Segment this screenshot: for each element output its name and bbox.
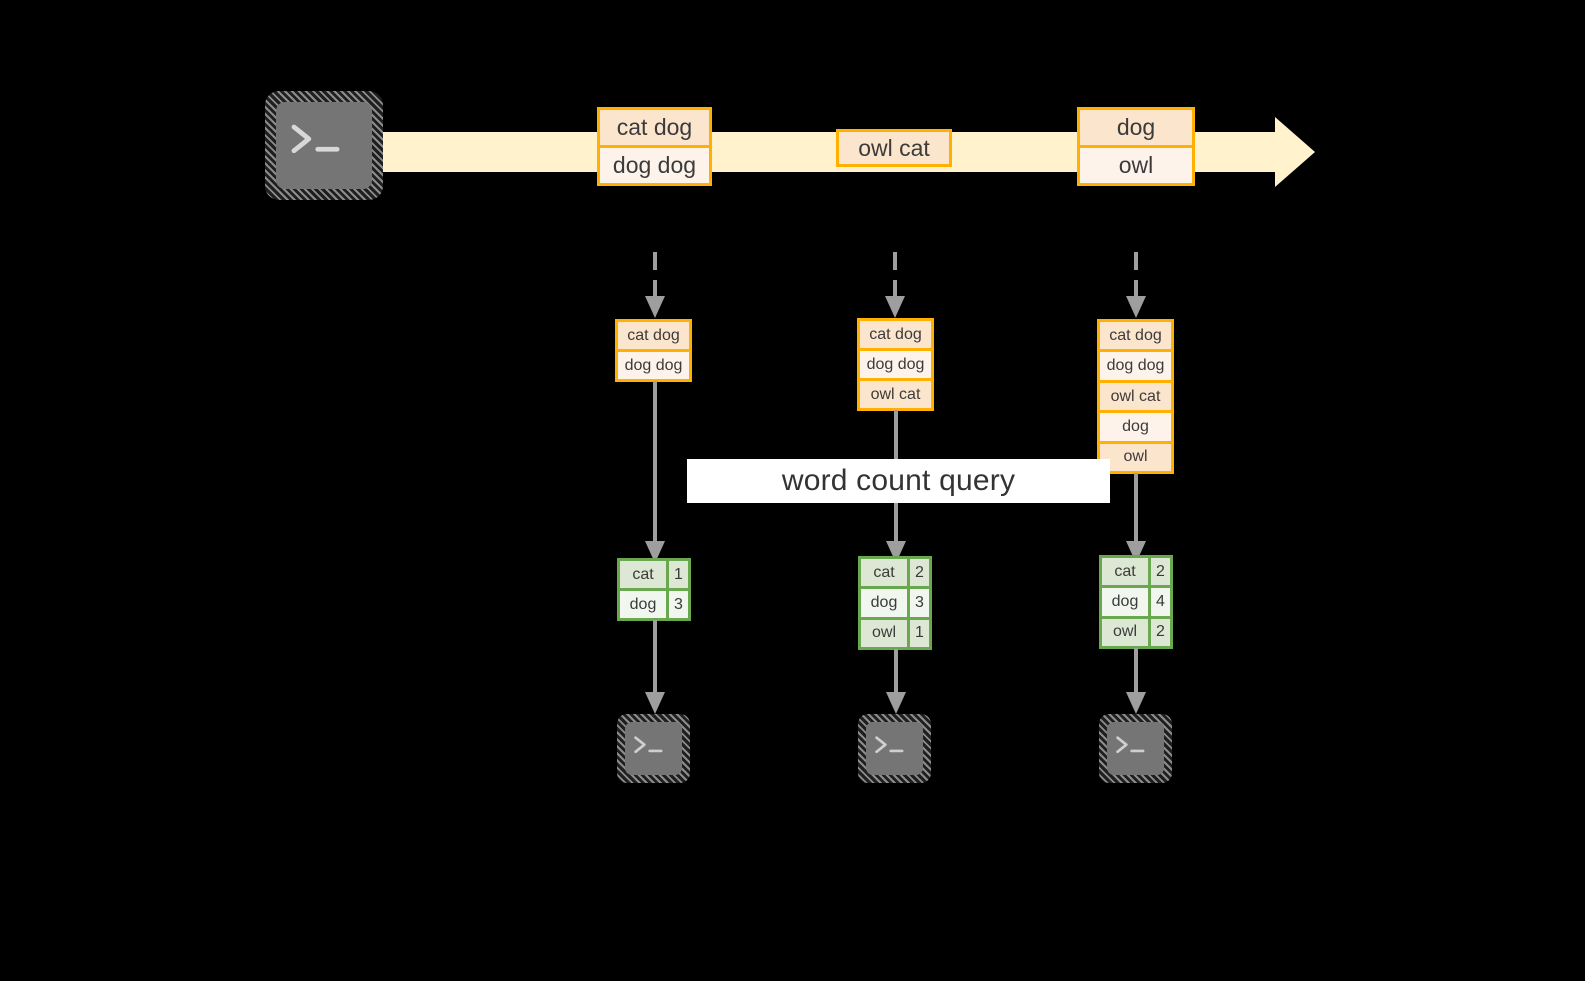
stream-batch-2[interactable]: owl cat [836,129,952,167]
terminal-prompt-icon [1116,735,1145,753]
stream-batch-1-line-2: dog dog [600,145,709,183]
column-1-count-word-2: dog [620,591,666,618]
column-2-count-word-1: cat [861,559,907,587]
column-2-input-line-2: dog dog [860,348,931,378]
column-3-input-line-1: cat dog [1100,322,1171,350]
connector-stream-to-column-1 [645,252,665,318]
column-1-sink-terminal-icon [617,714,690,783]
column-1-count-value-2: 3 [666,591,688,618]
column-3-count-value-2: 4 [1148,588,1170,616]
column-2-input-line-3: owl cat [860,378,931,408]
column-2-sink-terminal-icon [858,714,931,783]
stream-batch-3-line-1: dog [1080,110,1192,145]
table-row: dog 4 [1102,585,1170,616]
stream-batch-3-line-2: owl [1080,145,1192,183]
column-2-count-value-3: 1 [907,619,929,647]
stream-batch-1[interactable]: cat dog dog dog [597,107,712,186]
table-row: cat 2 [1102,558,1170,586]
column-2-input-table[interactable]: cat dog dog dog owl cat [857,318,934,411]
terminal-prompt-icon [875,735,904,753]
connector-stream-to-column-3 [1126,252,1146,318]
column-3-input-line-3: owl cat [1100,379,1171,411]
column-3-count-value-1: 2 [1148,558,1170,586]
column-1-count-table[interactable]: cat 1 dog 3 [617,558,691,621]
column-3-input-line-2: dog dog [1100,349,1171,380]
column-2-input-line-1: cat dog [860,321,931,348]
column-3-input-line-4: dog [1100,410,1171,441]
column-1-input-line-1: cat dog [618,322,689,349]
stream-batch-3[interactable]: dog owl [1077,107,1195,186]
column-2-count-table[interactable]: cat 2 dog 3 owl 1 [858,556,932,650]
column-2-count-word-3: owl [861,619,907,647]
column-3-count-word-2: dog [1102,588,1148,616]
column-1-input-line-2: dog dog [618,349,689,379]
connector-stream-to-column-2 [885,252,905,318]
source-terminal-icon [265,91,383,200]
column-1-input-table[interactable]: cat dog dog dog [615,319,692,382]
table-row: dog 3 [861,586,929,617]
connector-column-1-input-to-counts [645,381,665,563]
column-1-count-word-1: cat [620,561,666,588]
column-1-count-value-1: 1 [666,561,688,588]
column-3-count-word-1: cat [1102,558,1148,586]
column-3-sink-terminal-icon [1099,714,1172,783]
column-3-count-value-3: 2 [1148,618,1170,646]
table-row: owl 1 [861,616,929,647]
column-3-count-table[interactable]: cat 2 dog 4 owl 2 [1099,555,1173,649]
stream-batch-2-line-1: owl cat [839,132,949,164]
connector-column-1-counts-to-sink [645,620,665,714]
query-label: word count query [687,459,1110,503]
column-3-count-word-3: owl [1102,618,1148,646]
terminal-prompt-icon [634,735,663,753]
column-2-count-word-2: dog [861,589,907,617]
table-row: owl 2 [1102,615,1170,646]
connector-column-2-counts-to-sink [886,649,906,714]
table-row: cat 2 [861,559,929,587]
stream-batch-1-line-1: cat dog [600,110,709,145]
column-3-input-table[interactable]: cat dog dog dog owl cat dog owl [1097,319,1174,474]
column-3-input-line-5: owl [1100,440,1171,472]
connector-column-3-input-to-counts [1126,473,1146,563]
column-2-count-value-1: 2 [907,559,929,587]
connector-column-3-counts-to-sink [1126,648,1146,714]
terminal-prompt-icon [291,124,339,153]
column-2-count-value-2: 3 [907,589,929,617]
table-row: cat 1 [620,561,688,588]
table-row: dog 3 [620,588,688,618]
